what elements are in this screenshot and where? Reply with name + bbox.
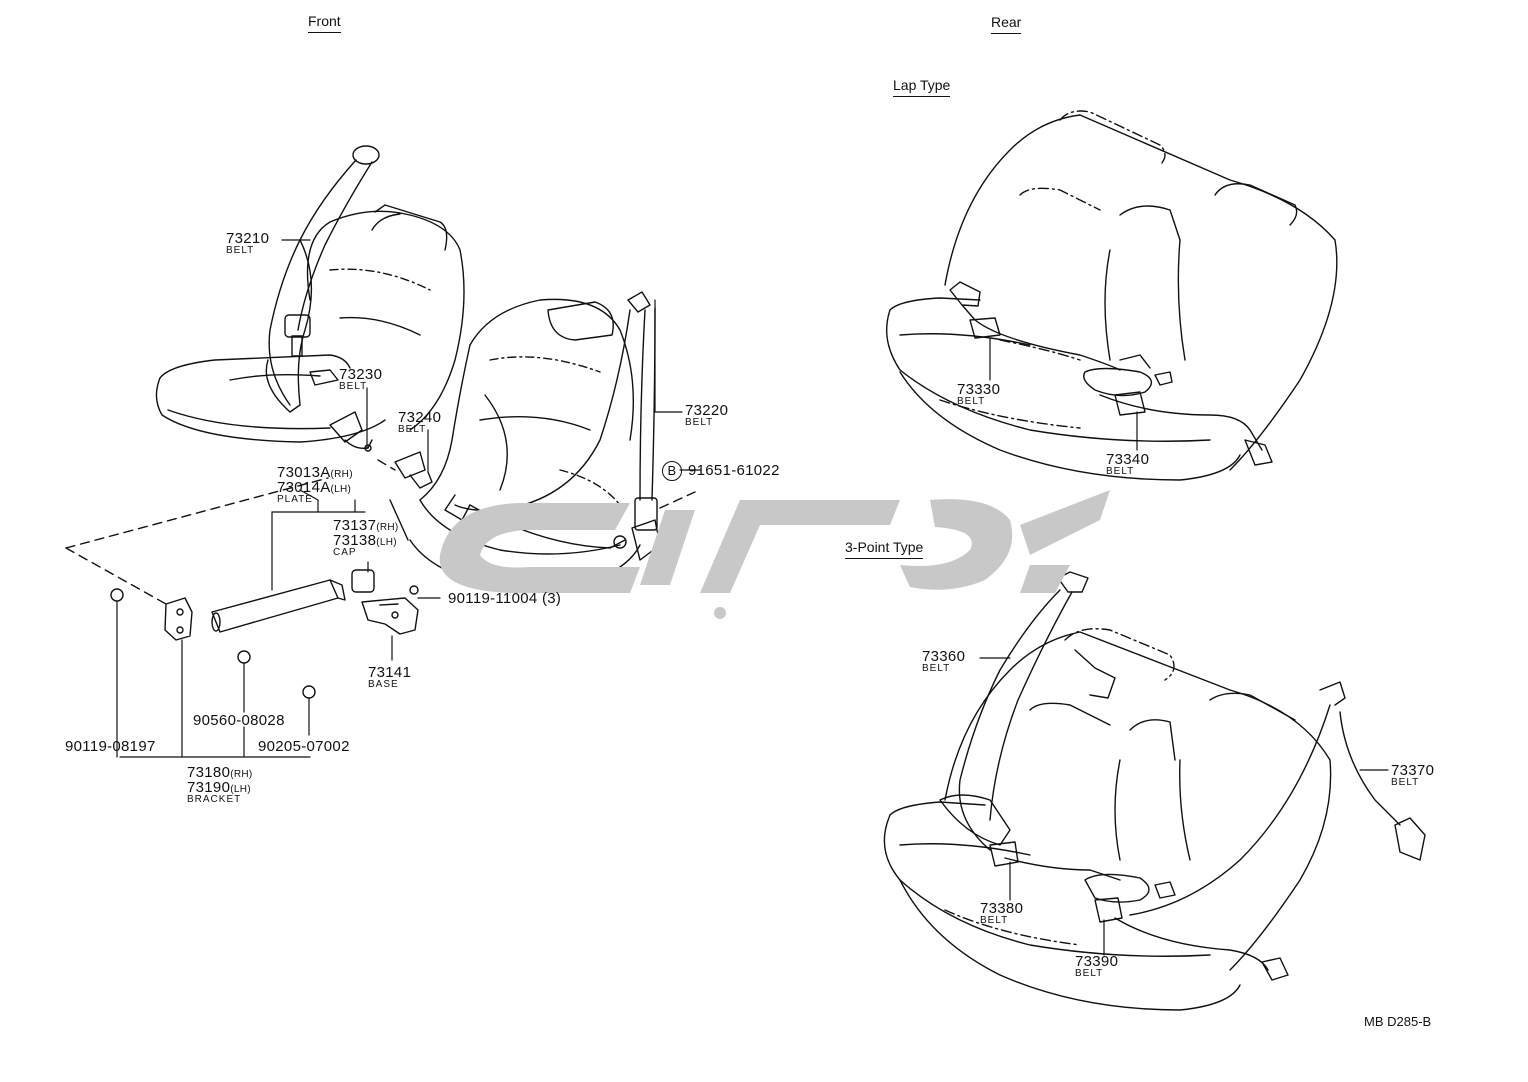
part-label-73141: 73141 BASE [368,665,411,690]
rear-3pt-leaders [979,657,1389,956]
part-label-91651-61022: B 91651-61022 [662,461,780,481]
part-label-cap: 73137(RH) 73138(LH) CAP [333,518,399,558]
side-lh: (LH) [376,537,397,548]
part-description: BELT [1391,777,1420,788]
part-number: 73240 [398,409,442,426]
part-number: 73210 [226,230,270,247]
part-description: BELT [339,381,368,392]
part-label-90205-07002: 90205-07002 [258,738,350,755]
part-label-73230: 73230 BELT [339,367,382,392]
part-description: BELT [922,663,951,674]
part-number: 73141 [368,664,412,681]
front-left-seat [155,204,465,443]
part-description: BELT [980,915,1009,926]
side-rh: (RH) [230,769,253,780]
rear-3pt-seat [883,628,1332,1011]
front-leaders [116,239,701,758]
part-label-bracket: 73180(RH) 73190(LH) BRACKET [187,765,253,805]
part-number: 73330 [957,381,1001,398]
part-number: 91651-61022 [688,462,780,479]
side-lh: (LH) [330,484,352,495]
rear-lap-seat [885,110,1338,481]
part-label-73340: 73340 BELT [1106,452,1149,477]
watermark-logo [439,490,1110,619]
part-label-90119-11004: 90119-11004 (3) [448,590,562,607]
part-description: BRACKET [187,794,242,805]
part-number-rh: 73013A [277,464,331,481]
part-label-73380: 73380 BELT [980,901,1023,926]
part-number: 73380 [980,900,1024,917]
side-rh: (RH) [330,469,353,480]
part-label-73360: 73360 BELT [922,649,965,674]
part-number: 73360 [922,648,966,665]
rear-lap-leaders [989,337,1138,451]
part-description: BELT [685,417,714,428]
part-number-rh: 73137 [333,517,377,534]
rear-3pt-belts [939,571,1426,981]
part-number: 73370 [1391,762,1435,779]
rear-lap-belts [949,281,1273,466]
part-number-rh: 73180 [187,764,231,781]
part-description: PLATE [277,494,313,505]
part-description: BELT [957,396,986,407]
part-label-90119-08197: 90119-08197 [65,738,156,755]
side-rh: (RH) [376,522,399,533]
buckles-front-drawing [329,411,433,489]
part-description: BELT [226,245,255,256]
part-description: BELT [1106,466,1135,477]
part-number: 73230 [339,366,383,383]
circled-letter-marker: B [662,461,682,481]
diagram-code: MB D285-B [1364,1014,1432,1029]
part-label-73220: 73220 BELT [685,403,728,428]
part-number-lh: 73014A [277,479,331,496]
front-hardware-drawing [110,569,419,699]
side-lh: (LH) [230,784,251,795]
part-label-73210: 73210 BELT [226,231,269,256]
part-label-73240: 73240 BELT [398,410,441,435]
part-number-lh: 73190 [187,779,231,796]
part-label-90560-08028: 90560-08028 [193,712,285,729]
part-description: BASE [368,679,399,690]
front-guide-lines [65,459,696,605]
part-label-plate: 73013A(RH) 73014A(LH) PLATE [277,465,353,505]
lap-type-heading: Lap Type [893,78,951,97]
part-label-73330: 73330 BELT [957,382,1000,407]
three-point-type-heading: 3-Point Type [845,540,924,559]
part-description: BELT [398,424,427,435]
part-number-lh: 73138 [333,532,377,549]
part-description: BELT [1075,968,1104,979]
front-heading: Front [308,14,341,33]
part-number: 73220 [685,402,729,419]
part-number: 73390 [1075,953,1119,970]
part-description: CAP [333,547,357,558]
belt-73210-drawing [265,145,380,413]
rear-heading: Rear [991,15,1022,34]
part-label-73390: 73390 BELT [1075,954,1118,979]
part-label-73370: 73370 BELT [1391,763,1434,788]
part-number: 73340 [1106,451,1150,468]
